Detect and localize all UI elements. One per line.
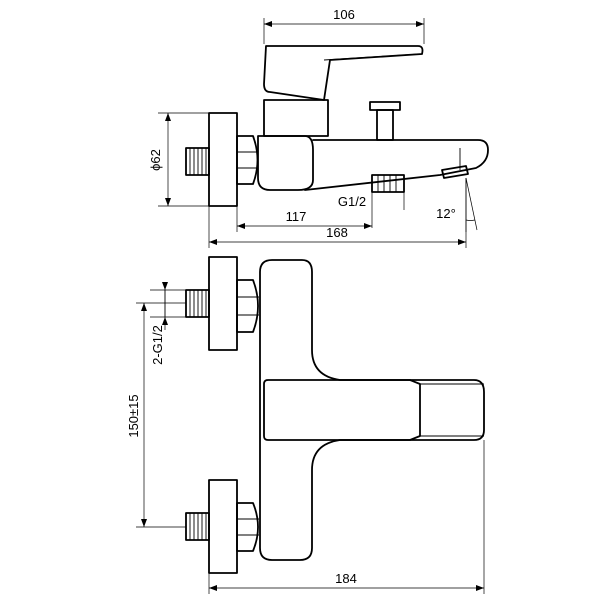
side-view [185, 45, 489, 207]
front-upper-inlet [185, 256, 259, 351]
dim-inlet-thread: 2-G1/2 [150, 325, 165, 365]
dim-diameter: ϕ62 [148, 149, 163, 171]
dim-spout-angle: 12° [436, 206, 456, 221]
dim-top-width: 106 [333, 7, 355, 22]
dim-thread: G1/2 [338, 194, 366, 209]
side-spout [304, 139, 489, 191]
front-view [185, 256, 485, 574]
side-cartridge-housing [263, 99, 329, 137]
front-lever-handle [263, 379, 421, 441]
front-mixer-body [259, 259, 485, 561]
front-dimensions: 2-G1/2 150±15 184 [126, 282, 485, 594]
dim-overall-side: 168 [326, 225, 348, 240]
front-lower-inlet [185, 479, 259, 574]
side-diverter-knob [369, 101, 401, 141]
side-threaded-inlet [185, 147, 210, 176]
side-lever-handle [263, 45, 424, 101]
side-hex-nut [236, 135, 259, 185]
side-dimensions: 106 ϕ62 G1/2 117 168 12° [148, 7, 478, 248]
dim-overall-front: 184 [335, 571, 357, 586]
side-bottom-thread [371, 174, 405, 193]
side-wall-flange [208, 112, 238, 207]
side-aerator [441, 165, 469, 179]
dim-center-distance: 150±15 [126, 394, 141, 437]
side-mixer-body [257, 135, 314, 191]
dim-spout-reach: 117 [286, 209, 307, 224]
